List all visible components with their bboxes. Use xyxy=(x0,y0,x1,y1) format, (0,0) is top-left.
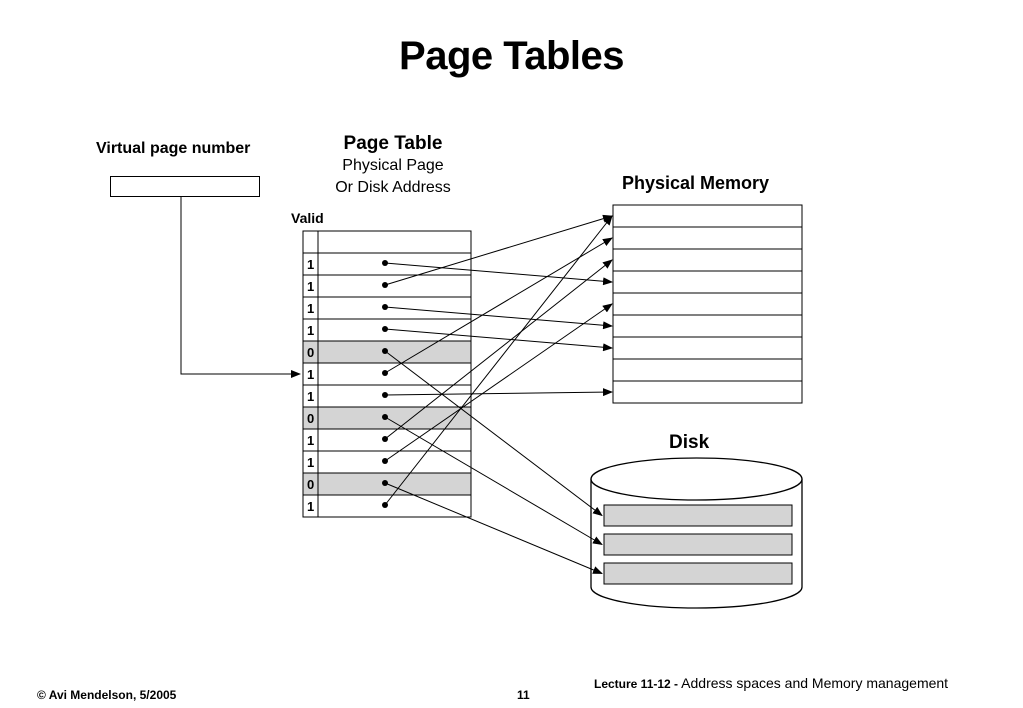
footer-lecture: Lecture 11-12 - Address spaces and Memor… xyxy=(594,675,948,691)
footer-lecture-topic: Address spaces and Memory management xyxy=(678,675,949,691)
physical-memory-frames xyxy=(612,204,803,404)
mapping-arrow-to-memory xyxy=(384,328,613,352)
memory-frame xyxy=(612,336,803,360)
page-mappings xyxy=(384,214,613,574)
page-table-header-row xyxy=(302,230,472,254)
mapping-arrow-to-disk xyxy=(384,482,603,574)
virtual-page-number-box xyxy=(110,176,260,197)
mapping-arrow-to-memory xyxy=(384,262,613,286)
memory-frame xyxy=(612,204,803,228)
mapping-arrow-to-disk xyxy=(384,416,603,546)
physical-memory-label: Physical Memory xyxy=(622,173,770,193)
mapping-arrow-to-memory xyxy=(384,306,613,330)
footer-author: © Avi Mendelson, 5/2005 xyxy=(37,688,177,702)
virtual-page-number-pointer xyxy=(180,196,301,378)
page-table-subtitle-2: Or Disk Address xyxy=(335,179,451,196)
disk-top xyxy=(590,457,803,501)
vpn-index-arrow xyxy=(180,196,301,378)
mapping-arrow-to-memory xyxy=(384,237,613,374)
memory-frame xyxy=(612,358,803,382)
valid-column-label: Valid xyxy=(291,210,324,226)
valid-bit: 0 xyxy=(307,345,314,360)
valid-bit: 1 xyxy=(307,433,314,448)
valid-bit: 0 xyxy=(307,477,314,492)
disk-block xyxy=(603,562,793,585)
memory-frame xyxy=(612,314,803,338)
page-table-title: Page Table xyxy=(343,133,443,154)
page-title: Page Tables xyxy=(399,34,624,78)
valid-bit: 1 xyxy=(307,455,314,470)
mapping-arrow-to-memory xyxy=(384,215,613,506)
valid-bit: 0 xyxy=(307,411,314,426)
memory-frame xyxy=(612,270,803,294)
memory-frame xyxy=(612,292,803,316)
valid-bit: 1 xyxy=(307,323,314,338)
virtual-page-number-label: Virtual page number xyxy=(96,140,251,157)
mapping-arrow-to-memory xyxy=(384,303,613,462)
mapping-arrow-to-disk xyxy=(384,350,603,517)
mapping-arrow-to-memory xyxy=(384,388,613,397)
disk-block xyxy=(603,504,793,527)
memory-frame xyxy=(612,380,803,404)
memory-frame xyxy=(612,226,803,250)
valid-bit: 1 xyxy=(307,301,314,316)
footer-page-number: 11 xyxy=(517,688,530,702)
valid-bit: 1 xyxy=(307,389,314,404)
page-table: 1 1 1 1 0 1 1 0 1 1 0 1 xyxy=(302,230,472,518)
page-table-subtitle-1: Physical Page xyxy=(342,157,444,174)
mapping-arrow-to-memory xyxy=(384,259,613,440)
valid-bit: 1 xyxy=(307,367,314,382)
valid-bit: 1 xyxy=(307,279,314,294)
disk-cylinder xyxy=(590,457,803,609)
valid-bit: 1 xyxy=(307,257,314,272)
mapping-arrow-to-memory xyxy=(384,214,613,286)
disk-block xyxy=(603,533,793,556)
footer-lecture-number: Lecture 11-12 - xyxy=(594,677,679,691)
disk-label: Disk xyxy=(669,432,710,453)
valid-bit: 1 xyxy=(307,499,314,514)
memory-frame xyxy=(612,248,803,272)
